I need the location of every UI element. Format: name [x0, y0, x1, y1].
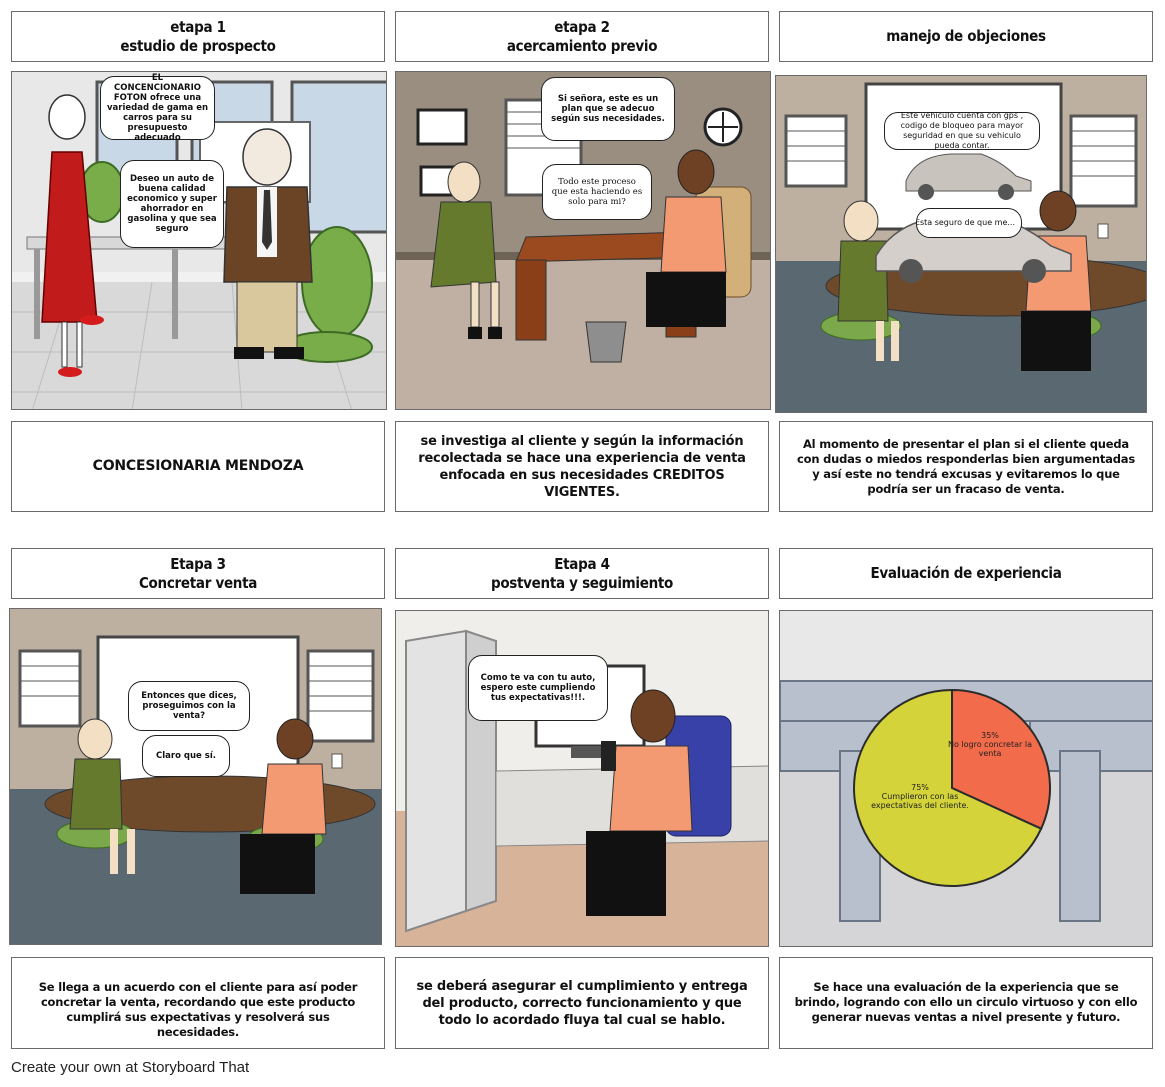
panel-4-bubble-2: Claro que sí.	[142, 735, 230, 777]
panel-4-bubble-1: Entonces que dices, proseguimos con la v…	[128, 681, 250, 731]
panel-5-description: se deberá asegurar el cumplimiento y ent…	[395, 957, 769, 1049]
panel-5-title: Etapa 4 postventa y seguimiento	[395, 548, 769, 599]
pie-slice-1	[951, 688, 1051, 831]
panel-3-title: manejo de objeciones	[779, 11, 1153, 62]
panel-4-title-line-2: Concretar venta	[138, 573, 258, 592]
panel-1-title-line-2: estudio de prospecto	[120, 36, 276, 55]
panel-1-title: etapa 1 estudio de prospecto	[11, 11, 385, 62]
panel-6-description: Se hace una evaluación de la experiencia…	[779, 957, 1153, 1049]
pie-label-slice-1: 35% No logro concretar la venta	[940, 731, 1040, 758]
panel-2-bubble-1: Si señora, este es un plan que se adecuo…	[541, 77, 675, 141]
panel-6-title: Evaluación de experiencia	[779, 548, 1153, 599]
panel-4-title-line-1: Etapa 3	[170, 554, 226, 573]
panel-2-title-line-2: acercamiento previo	[506, 36, 658, 55]
pie-slice-2	[853, 688, 1043, 887]
panel-2-bubble-2: Todo este proceso que esta haciendo es s…	[542, 164, 652, 220]
storyboard-footer-link[interactable]: Create your own at Storyboard That	[11, 1059, 250, 1076]
pie-category-label-1: No logro concretar la venta	[948, 740, 1032, 758]
office-scene-illustration	[10, 609, 381, 944]
panel-2-description: se investiga al cliente y según la infor…	[395, 421, 769, 512]
panel-4-description: Se llega a un acuerdo con el cliente par…	[11, 957, 385, 1049]
panel-1-scene: EL CONCENCIONARIO FOTON ofrece una varie…	[11, 71, 387, 410]
panel-4-title: Etapa 3 Concretar venta	[11, 548, 385, 599]
pie-value-label-2: 75%	[911, 783, 929, 792]
panel-4-scene: Entonces que dices, proseguimos con la v…	[9, 608, 382, 945]
panel-5-bubble-1: Como te va con tu auto, espero este cump…	[468, 655, 608, 721]
panel-2-title-line-1: etapa 2	[554, 17, 610, 36]
pie-chart	[853, 688, 1051, 887]
pie-label-slice-2: 75% Cumplieron con las expectativas del …	[870, 783, 970, 810]
panel-3-bubble-1: Este vehiculo cuenta con gps , codigo de…	[884, 111, 1040, 150]
panel-3-description: Al momento de presentar el plan si el cl…	[779, 421, 1153, 512]
panel-6-title-line-1: Evaluación de experiencia	[870, 564, 1062, 582]
panel-3-title-line-1: manejo de objeciones	[886, 27, 1046, 45]
pie-slices	[853, 688, 1051, 887]
panel-3-scene: Este vehiculo cuenta con gps , codigo de…	[775, 75, 1147, 413]
panel-5-scene: Como te va con tu auto, espero este cump…	[395, 610, 769, 947]
panel-3-bubble-2: Esta seguro de que me...	[916, 208, 1022, 238]
office-scene-illustration	[396, 611, 768, 946]
panel-1-title-line-1: etapa 1	[170, 17, 226, 36]
panel-6-scene: 35% No logro concretar la venta 75% Cump…	[779, 610, 1153, 947]
pie-category-label-2: Cumplieron con las expectativas del clie…	[871, 792, 969, 810]
panel-2-title: etapa 2 acercamiento previo	[395, 11, 769, 62]
panel-5-title-line-1: Etapa 4	[554, 554, 610, 573]
panel-2-scene: Si señora, este es un plan que se adecuo…	[395, 71, 771, 410]
panel-1-bubble-1: EL CONCENCIONARIO FOTON ofrece una varie…	[100, 73, 215, 143]
pie-value-label-1: 35%	[981, 731, 999, 740]
panel-1-bubble-2: Deseo un auto de buena calidad economico…	[120, 160, 224, 248]
panel-1-description: CONCESIONARIA MENDOZA	[11, 421, 385, 512]
panel-5-title-line-2: postventa y seguimiento	[490, 573, 674, 592]
